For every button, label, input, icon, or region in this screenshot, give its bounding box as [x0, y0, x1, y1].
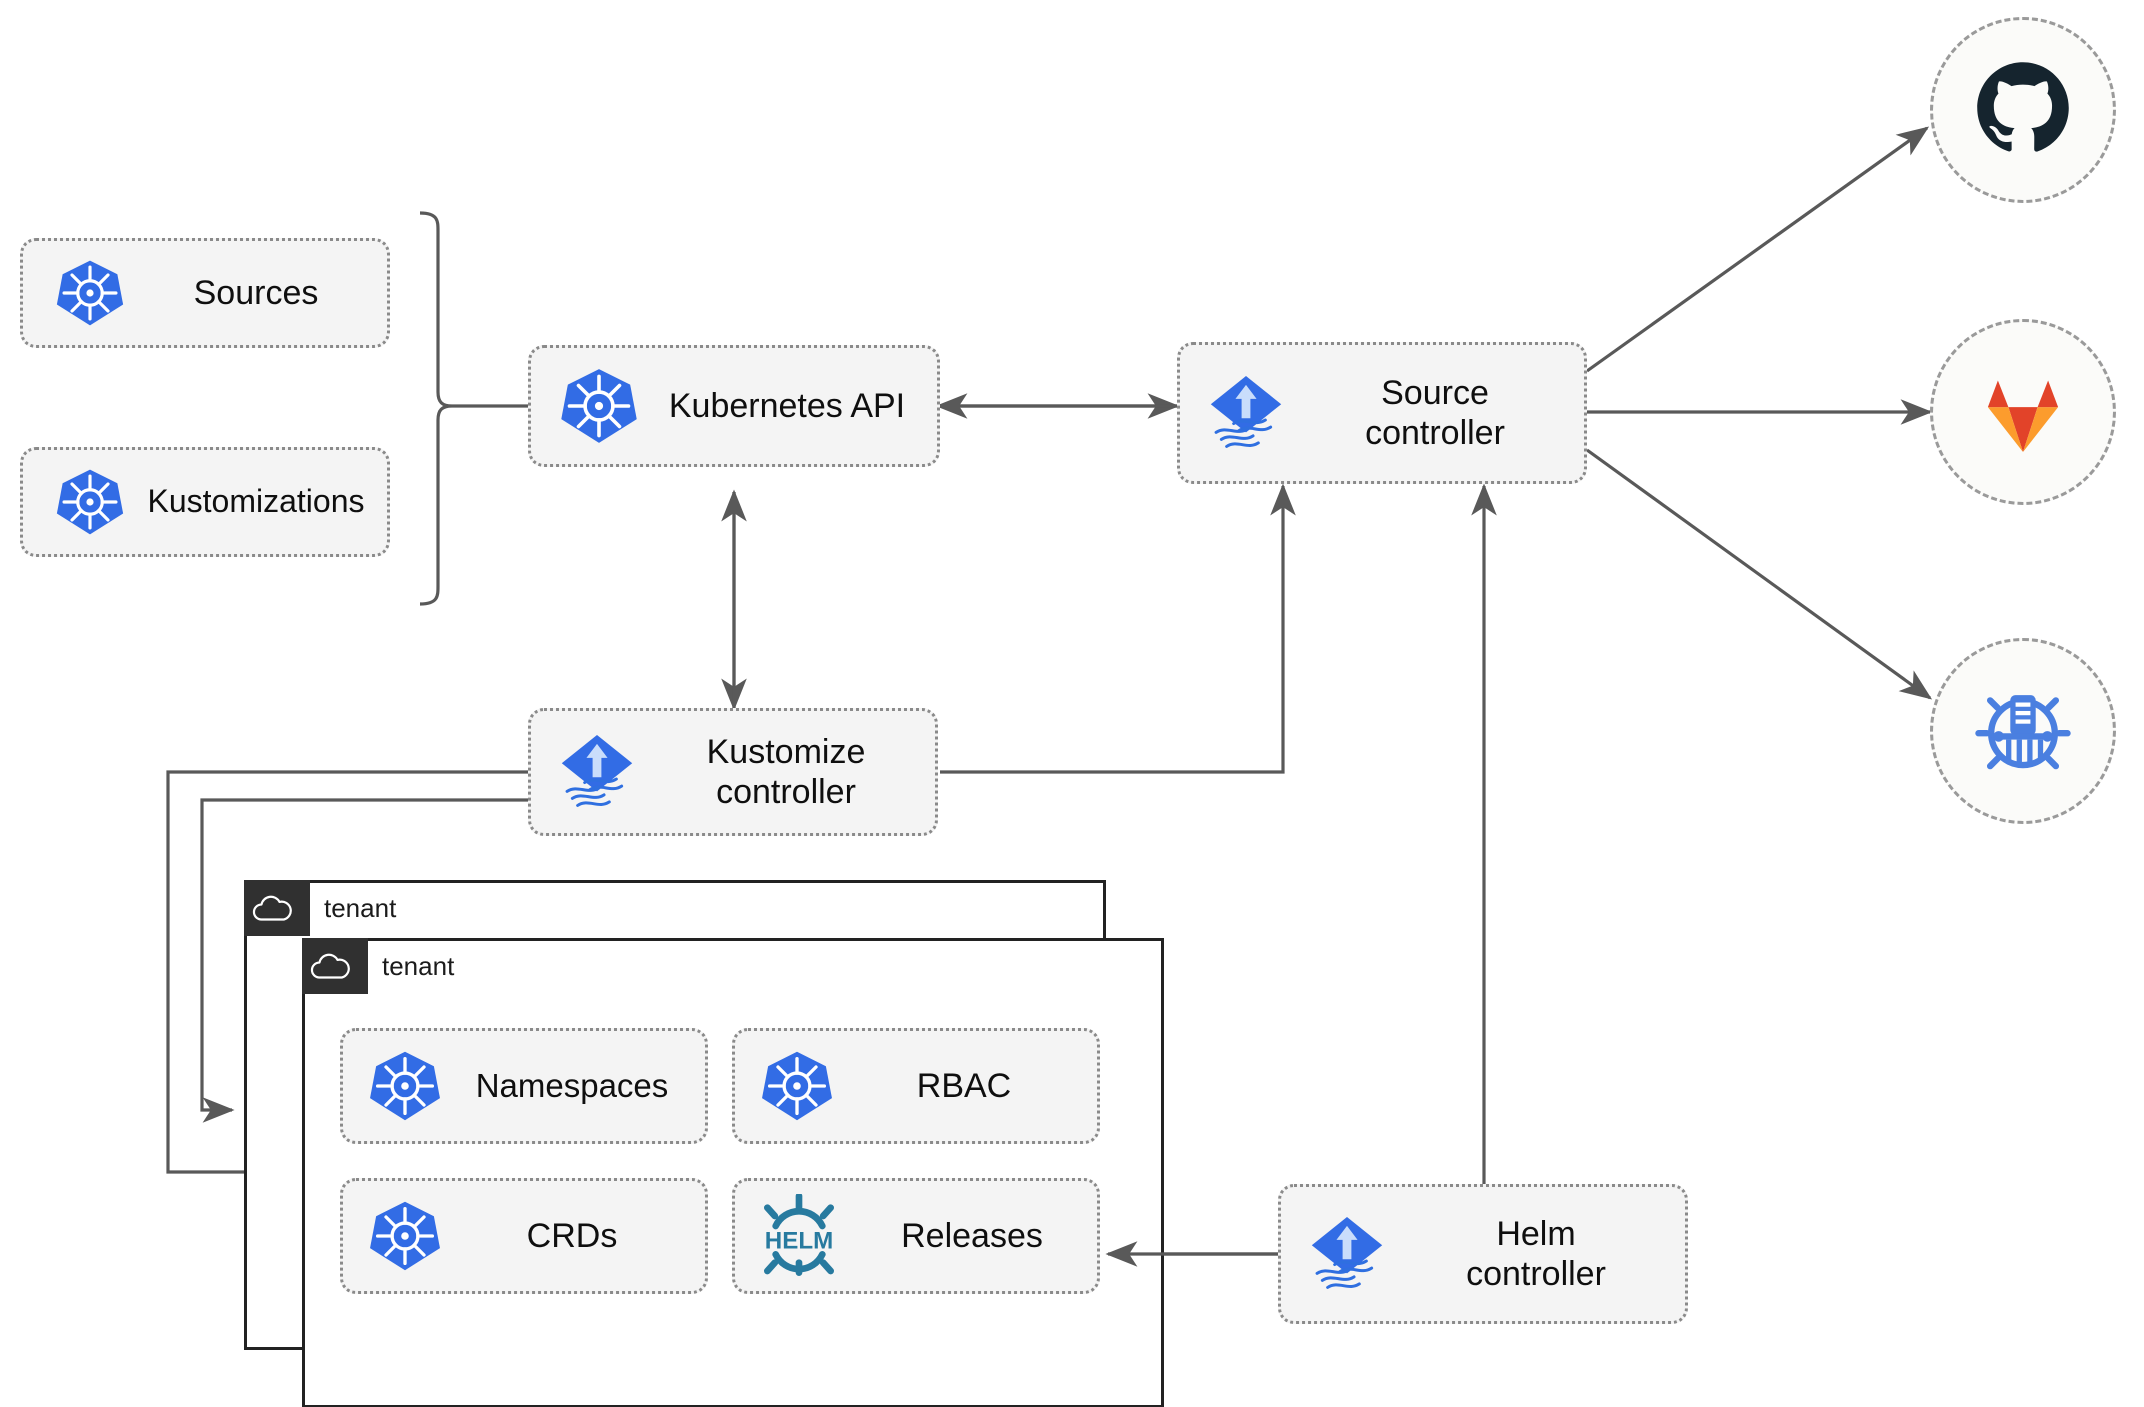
wire-kustomize-to-source [940, 483, 1296, 774]
kubernetes-icon [755, 1044, 839, 1128]
tenant-panel-front[interactable]: tenant [302, 938, 1164, 1407]
kubernetes-icon [47, 459, 133, 545]
circle-gitlab[interactable] [1930, 319, 2116, 505]
circle-helm-repository[interactable] [1930, 638, 2116, 824]
node-source-controller[interactable]: Source controller [1177, 342, 1587, 484]
node-rbac[interactable]: RBAC [732, 1028, 1100, 1144]
node-sources[interactable]: Sources [20, 238, 390, 348]
node-kubernetes-api[interactable]: Kubernetes API [528, 345, 940, 467]
node-helm-controller[interactable]: Helm controller [1278, 1184, 1688, 1324]
flux-icon [549, 724, 645, 820]
circle-github[interactable] [1930, 17, 2116, 203]
helm-icon: HELM [747, 1188, 851, 1284]
tenant-label: tenant [324, 892, 397, 923]
node-kustomize-controller[interactable]: Kustomize controller [528, 708, 938, 836]
cloud-icon [302, 938, 358, 994]
node-label: Kustomize controller [706, 732, 866, 811]
cloud-icon [244, 880, 300, 936]
tenant-header-back [244, 880, 310, 936]
flux-icon [1198, 365, 1294, 461]
flux-icon [1299, 1206, 1395, 1302]
github-icon [1971, 56, 2075, 165]
node-label: RBAC [916, 1066, 1012, 1105]
node-releases[interactable]: HELM Releases [732, 1178, 1100, 1294]
tenant-header-front [302, 938, 368, 994]
node-label: Helm controller [1466, 1214, 1606, 1293]
node-label: Kubernetes API [668, 386, 906, 425]
wire-source-to-helm-repository [1586, 448, 1933, 700]
node-label: Sources [193, 273, 319, 312]
brace-inputs [419, 211, 453, 606]
node-kustomizations[interactable]: Kustomizations [20, 447, 390, 557]
wire-kustomize-to-tenant-front [200, 798, 528, 1123]
node-label: Source controller [1365, 373, 1505, 452]
kubernetes-icon [363, 1044, 447, 1128]
wire-kustomize-to-tenant-back [166, 770, 528, 1185]
wire-source-to-github [1586, 126, 1930, 373]
gitlab-icon [1973, 360, 2073, 465]
node-label: Namespaces [475, 1066, 669, 1104]
kubernetes-icon [363, 1194, 447, 1278]
node-namespaces[interactable]: Namespaces [340, 1028, 708, 1144]
tenant-label: tenant [382, 950, 455, 981]
node-crds[interactable]: CRDs [340, 1178, 708, 1294]
node-label: Kustomizations [147, 483, 365, 520]
kubernetes-icon [553, 360, 645, 452]
helm-repository-icon [1970, 676, 2076, 787]
node-label: CRDs [526, 1216, 618, 1255]
node-label: Releases [901, 1216, 1043, 1255]
svg-text:HELM: HELM [765, 1228, 833, 1255]
kubernetes-icon [47, 250, 133, 336]
